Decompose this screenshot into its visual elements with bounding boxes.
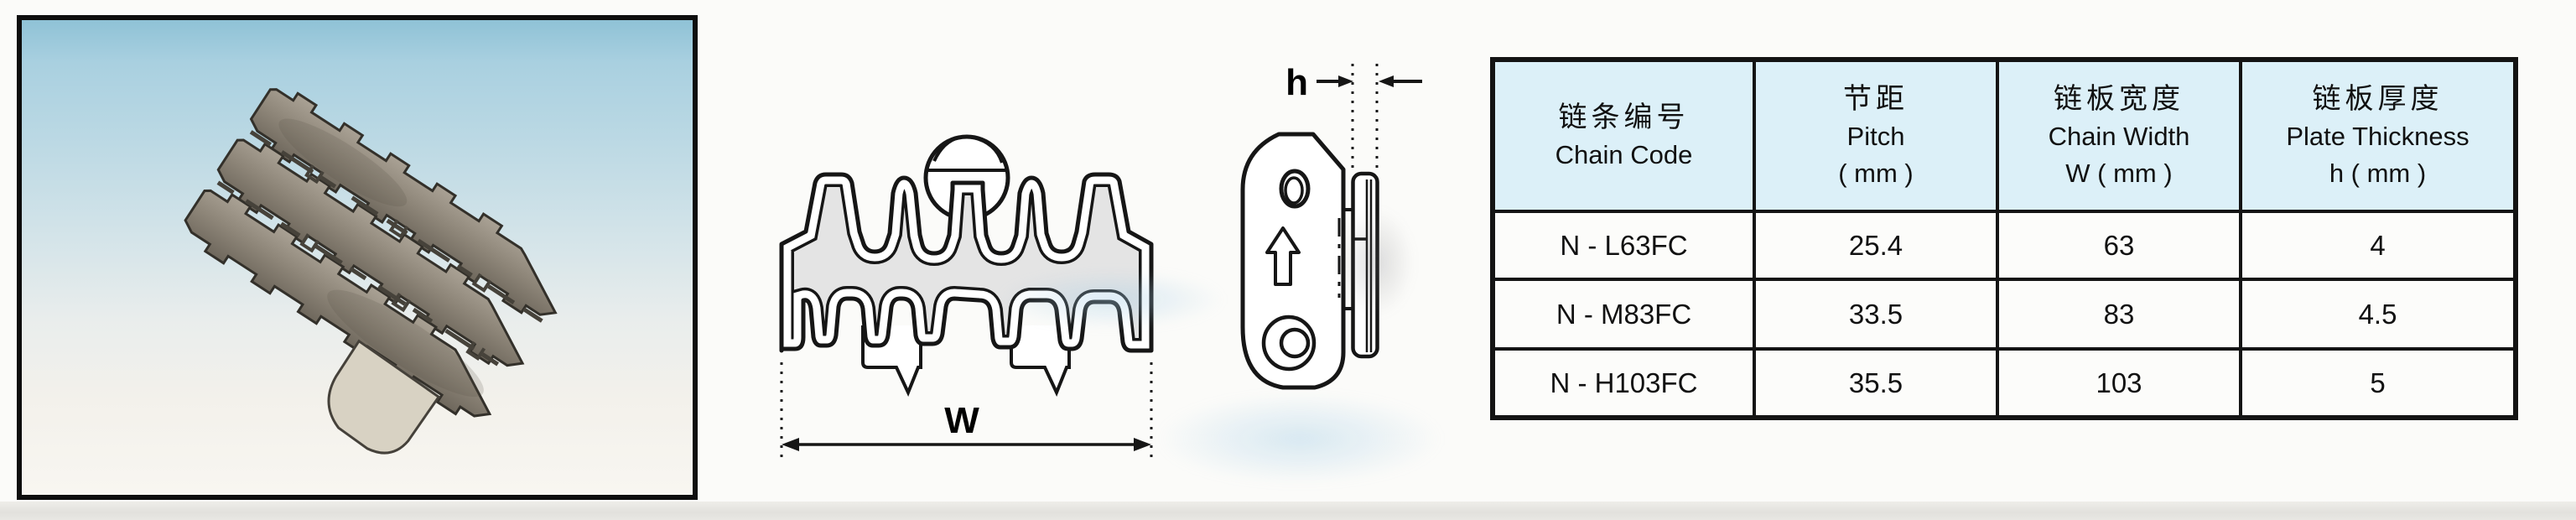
table-row: N - M83FC 33.5 83 4.5 <box>1491 278 2517 351</box>
bottom-tabs <box>861 325 1071 398</box>
front-view-drawing: W <box>779 134 1154 463</box>
cell-chain-width: 63 <box>1996 210 2242 281</box>
width-dim-label: W <box>944 400 979 441</box>
header-pitch-zh: 节距 <box>1843 83 1909 115</box>
pin-hole <box>1279 327 1311 359</box>
header-plate-thickness: 链板厚度 Plate Thickness h ( mm ) <box>2239 58 2517 213</box>
chain-segment <box>184 88 558 455</box>
arrowhead-right-icon <box>1134 438 1151 451</box>
header-pitch-unit: ( mm ) <box>1838 159 1914 188</box>
header-chain-width-en: Chain Width <box>2048 122 2190 151</box>
thickness-dim-label: h <box>1285 62 1308 103</box>
arrowhead-right-icon <box>1338 75 1353 87</box>
thickness-dimension: h <box>1285 62 1422 173</box>
cell-pitch: 25.4 <box>1753 210 1999 281</box>
header-pitch: 节距 Pitch ( mm ) <box>1753 58 1999 213</box>
cell-code: N - H103FC <box>1491 347 1756 419</box>
chain-foot <box>327 339 441 455</box>
side-view-drawing: h <box>1240 62 1422 390</box>
cell-pitch: 33.5 <box>1753 278 1999 351</box>
arrowhead-left-icon <box>1379 75 1394 87</box>
bottom-scan-strip <box>0 502 2576 520</box>
product-photo-panel <box>17 15 698 500</box>
pin-boss <box>1261 315 1317 372</box>
chain-product-photo <box>184 88 558 455</box>
header-plate-thickness-unit: h ( mm ) <box>2329 159 2427 188</box>
plate-outline <box>779 172 1154 353</box>
table-row: N - L63FC 25.4 63 4 <box>1491 210 2517 281</box>
arrowhead-left-icon <box>782 438 799 451</box>
side-plate <box>1351 171 1379 359</box>
header-chain-code-en: Chain Code <box>1555 140 1693 169</box>
cell-code: N - M83FC <box>1491 278 1756 351</box>
cell-plate-thickness: 4.5 <box>2239 278 2517 351</box>
header-chain-code: 链条编号 Chain Code <box>1491 58 1756 213</box>
header-plate-thickness-en: Plate Thickness <box>2286 122 2470 151</box>
cell-pitch: 35.5 <box>1753 347 1999 419</box>
spec-table: 链条编号 Chain Code 节距 Pitch ( mm ) 链板宽度 Cha… <box>1490 57 2518 420</box>
slot-hole <box>1279 169 1311 209</box>
cell-plate-thickness: 5 <box>2239 347 2517 419</box>
cell-plate-thickness: 4 <box>2239 210 2517 281</box>
header-chain-width: 链板宽度 Chain Width W ( mm ) <box>1996 58 2242 213</box>
cell-chain-width: 83 <box>1996 278 2242 351</box>
pin-dome <box>923 134 1010 221</box>
header-chain-width-zh: 链板宽度 <box>2054 83 2184 115</box>
table-header-row: 链条编号 Chain Code 节距 Pitch ( mm ) 链板宽度 Cha… <box>1491 58 2517 213</box>
link-plate <box>1240 132 1353 390</box>
header-chain-code-zh: 链条编号 <box>1558 101 1690 133</box>
header-plate-thickness-zh: 链板厚度 <box>2312 83 2444 115</box>
direction-arrow-icon <box>1265 226 1301 286</box>
width-dimension: W <box>780 362 1153 463</box>
header-chain-width-unit: W ( mm ) <box>2065 159 2173 188</box>
cell-chain-width: 103 <box>1996 347 2242 419</box>
header-pitch-en: Pitch <box>1846 122 1905 151</box>
cell-code: N - L63FC <box>1491 210 1756 281</box>
table-row: N - H103FC 35.5 103 5 <box>1491 347 2517 419</box>
